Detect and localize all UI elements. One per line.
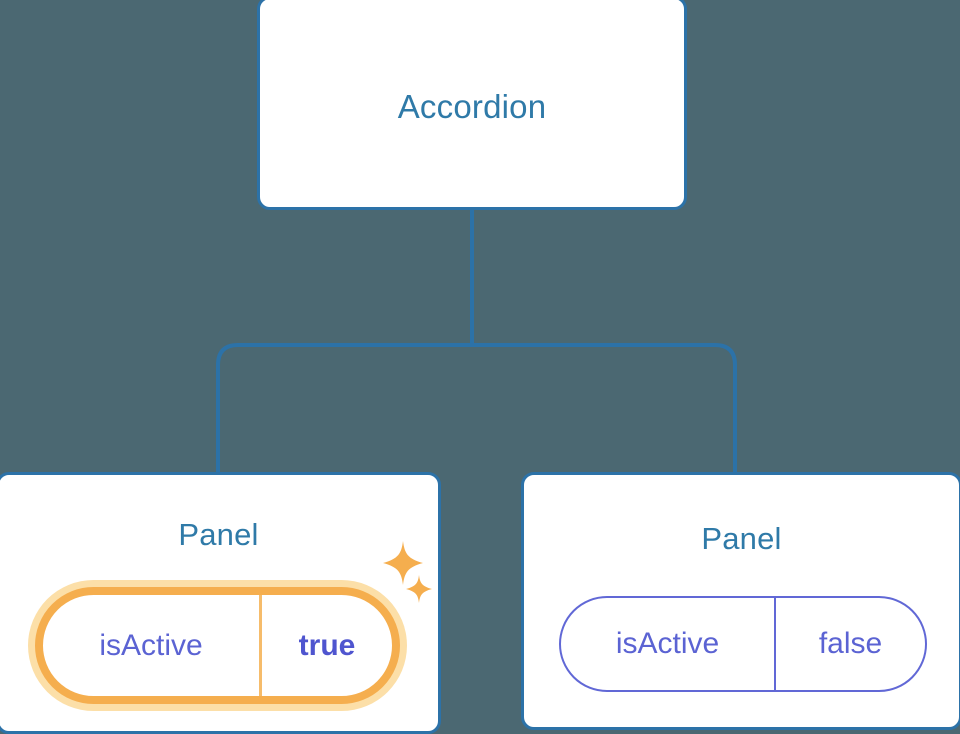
node-accordion-title: Accordion	[397, 87, 547, 125]
node-panel-left[interactable]: Panel isActive true	[0, 472, 441, 734]
prop-pill-isactive-true[interactable]: isActive true	[35, 587, 400, 704]
panel-left-heading: Panel	[0, 519, 438, 550]
panel-right-body: Panel isActive false	[524, 475, 959, 727]
prop-key-label: isActive	[99, 628, 203, 662]
prop-key-label: isActive	[615, 627, 720, 660]
node-panel-left-title: Panel	[178, 517, 259, 552]
node-accordion[interactable]: Accordion	[257, 0, 687, 210]
panel-right-heading: Panel	[524, 523, 959, 554]
panel-left-body: Panel isActive true	[0, 475, 438, 731]
edge-to-panel-right	[472, 343, 737, 474]
prop-divider	[774, 598, 776, 690]
node-panel-right[interactable]: Panel isActive false	[521, 472, 960, 730]
prop-pill-isactive-false[interactable]: isActive false	[559, 596, 927, 692]
prop-value-label: true	[298, 628, 356, 662]
prop-value-label: false	[818, 627, 883, 660]
edge-to-panel-left	[216, 343, 472, 474]
node-panel-right-title: Panel	[701, 521, 782, 556]
prop-divider	[259, 595, 262, 696]
